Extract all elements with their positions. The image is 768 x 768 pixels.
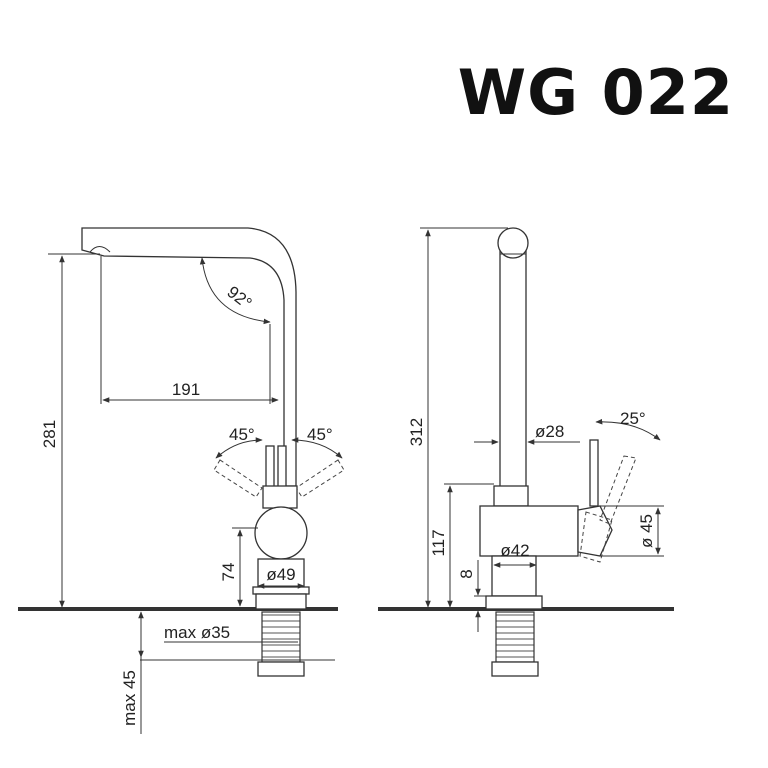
front-lever-right-dashed (295, 459, 345, 498)
front-spout (81, 227, 297, 487)
front-base-diameter-label: ø49 (266, 565, 295, 584)
front-lever-left-angle-label: 45° (229, 425, 255, 444)
side-lever-angle-label: 25° (620, 409, 646, 428)
front-lever-left-dashed (213, 459, 263, 498)
front-body-ball (254, 506, 308, 560)
side-spout-pipe (499, 245, 527, 489)
side-lever-head (577, 505, 613, 557)
side-height-label: 312 (407, 418, 426, 446)
front-reach-label: 191 (172, 380, 200, 399)
front-height-label: 281 (40, 420, 59, 448)
side-body-diameter-label: ø42 (500, 541, 529, 560)
front-spout-angle-arc (199, 257, 271, 325)
side-spout-top (497, 227, 529, 259)
front-lever-left-angle-arc (215, 437, 263, 459)
front-threaded-rod (261, 611, 301, 663)
front-lever-right-angle-label: 45° (307, 425, 333, 444)
side-body-height-label: 117 (429, 529, 448, 556)
front-body-neck (262, 485, 298, 509)
front-base-height-label: 74 (219, 563, 238, 582)
front-counter-thickness-label: max 45 (120, 670, 139, 726)
model-title: WG 022 (457, 56, 734, 129)
side-nut (491, 661, 539, 677)
front-view: 281 191 92° 45° 45° 74 ø49 max ø35 (18, 227, 345, 734)
front-nut (257, 661, 305, 677)
side-body-base (491, 555, 537, 597)
side-pipe-diameter-label: ø28 (535, 422, 564, 441)
side-body (479, 505, 579, 557)
side-lever-handle (589, 439, 599, 507)
side-lever-dashed (599, 455, 637, 525)
side-threaded-rod (495, 611, 535, 663)
front-lever-stem-left (265, 445, 275, 489)
front-base-ring (252, 586, 310, 595)
side-lever-diameter-label: ø 45 (637, 514, 656, 548)
front-hole-diameter-label: max ø35 (164, 623, 230, 642)
front-aerator (89, 246, 111, 253)
front-lever-stem-right (277, 445, 287, 489)
side-base-offset-label: 8 (457, 569, 476, 578)
front-lever-right-angle-arc (291, 437, 343, 459)
side-lever-angle-arc (595, 418, 661, 441)
side-base-plate (485, 595, 543, 610)
front-base-plate (255, 593, 307, 610)
side-view: 312 ø28 25° 117 ø42 ø 45 8 (378, 227, 674, 677)
side-body-neck (493, 485, 529, 507)
side-lever-head-dashed (579, 511, 613, 563)
